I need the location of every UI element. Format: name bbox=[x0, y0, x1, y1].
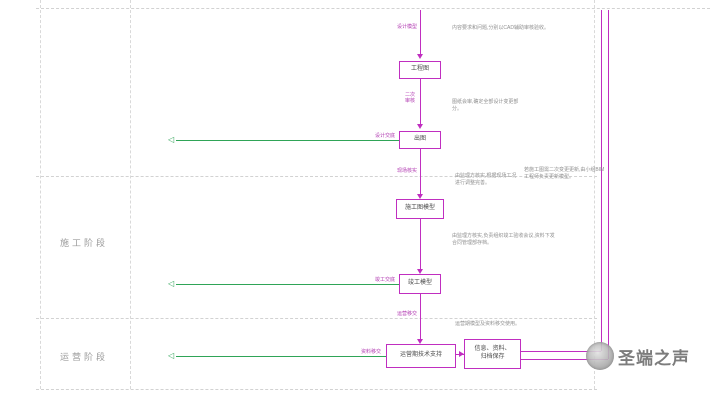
annotation-source: 内容要求和问题,分别以CAD辅助审核验收。 bbox=[452, 25, 549, 31]
flow-node-label: 施工图模型 bbox=[404, 205, 435, 212]
phase-label-operation: 运营阶段 bbox=[60, 352, 109, 362]
flow-node-operation-support: 运营期技术支持 bbox=[386, 344, 456, 368]
watermark: 圣端之声 bbox=[586, 342, 690, 370]
handover-line-completion bbox=[176, 284, 399, 285]
annotation-review: 图纸会审,确定全部设计变更部分。 bbox=[452, 99, 519, 112]
handover-label-completion: 竣工交底 bbox=[374, 277, 395, 283]
arrow-down-icon bbox=[417, 339, 423, 344]
handover-line-design bbox=[176, 140, 399, 141]
arrow-right-icon bbox=[459, 351, 464, 357]
flow-node-issue-drawing: 出图 bbox=[399, 131, 441, 149]
feedback-line-outer-horizontal bbox=[521, 351, 601, 352]
green-arrow-left-icon: ◁ bbox=[168, 135, 175, 144]
annotation-operation: 运营期模型及资料移交使用。 bbox=[455, 321, 521, 327]
grid-line-left-a bbox=[40, 0, 41, 389]
green-arrow-left-icon: ◁ bbox=[168, 279, 175, 288]
flow-node-construction-model: 施工图模型 bbox=[396, 199, 444, 219]
green-arrow-left-icon: ◁ bbox=[168, 351, 175, 360]
edge-label-site-check: 现场核实 bbox=[397, 168, 418, 174]
grid-line-right bbox=[594, 0, 595, 389]
grid-line-top bbox=[36, 8, 710, 9]
flow-node-label-line1: 信息、资料、 bbox=[474, 346, 511, 353]
edge-label-handover: 运营移交 bbox=[397, 311, 418, 317]
handover-label-design: 设计交底 bbox=[374, 133, 395, 139]
flow-node-label: 出图 bbox=[413, 136, 426, 143]
flow-line-source bbox=[420, 10, 421, 54]
grid-line-phase-divider-2 bbox=[36, 318, 597, 319]
annotation-model-update: 若施工图需二次变更更新,由小组BIM工程师负责更新模型。 bbox=[524, 167, 605, 180]
feedback-line-outer bbox=[601, 10, 602, 351]
flow-node-label: 工程图 bbox=[410, 66, 429, 73]
edge-label-review: 二次审核 bbox=[404, 92, 415, 104]
flow-line-3-4 bbox=[420, 219, 421, 269]
phase-label-construction: 施工阶段 bbox=[60, 238, 109, 248]
watermark-text: 圣端之声 bbox=[618, 348, 690, 368]
feedback-line-inner-horizontal bbox=[521, 359, 608, 360]
grid-line-phase-divider-1 bbox=[36, 176, 597, 177]
handover-line-operation bbox=[176, 356, 386, 357]
annotation-site-check: 由监理方核实,根据现场工况进行调整完善。 bbox=[455, 173, 517, 186]
feedback-line-inner bbox=[608, 10, 609, 359]
watermark-logo-icon bbox=[586, 342, 614, 370]
grid-line-left-b bbox=[130, 0, 131, 389]
arrow-down-icon bbox=[417, 194, 423, 199]
flow-line-1-2 bbox=[420, 79, 421, 124]
arrow-down-icon bbox=[417, 54, 423, 59]
handover-label-operation: 资料移交 bbox=[360, 349, 381, 355]
arrow-down-icon bbox=[417, 269, 423, 274]
flow-node-asbuilt-model: 竣工模型 bbox=[399, 274, 441, 294]
annotation-asbuilt: 由监理方核实,负责组织竣工验收会议,资料下发合同管理部存档。 bbox=[452, 233, 555, 246]
flow-node-drawing: 工程图 bbox=[399, 61, 441, 79]
flow-node-label: 运营期技术支持 bbox=[399, 352, 442, 359]
flow-node-archive: 信息、资料、 归档保存 bbox=[464, 339, 521, 369]
grid-line-bottom bbox=[36, 389, 597, 390]
flow-node-label: 竣工模型 bbox=[407, 280, 432, 287]
flow-line-4-5 bbox=[420, 294, 421, 339]
flow-node-label-line2: 归档保存 bbox=[480, 354, 505, 360]
flow-line-2-3 bbox=[420, 149, 421, 194]
arrow-down-icon bbox=[417, 124, 423, 129]
edge-label-source: 设计模型 bbox=[396, 24, 417, 30]
